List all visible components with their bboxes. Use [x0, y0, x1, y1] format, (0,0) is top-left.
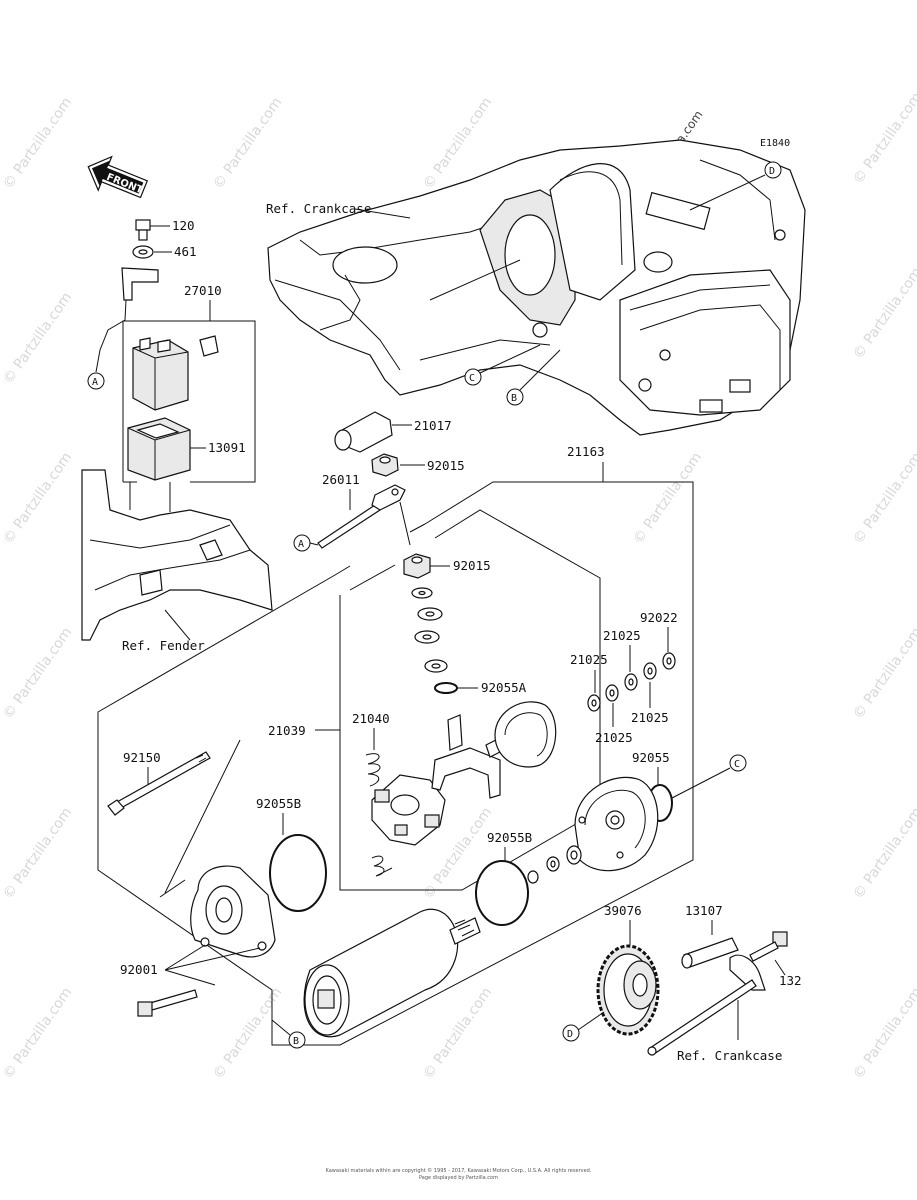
bolt-120 [135, 219, 151, 241]
callout-c-right: C [734, 759, 740, 770]
watermark: © Partzilla.com [210, 95, 285, 193]
part-label-21017: 21017 [414, 418, 452, 433]
watermark: © Partzilla.com [0, 805, 75, 903]
part-label-13091: 13091 [208, 440, 246, 455]
gear-bracket [647, 954, 766, 1056]
watermark: © Partzilla.com [210, 985, 285, 1083]
callout-b-crankcase: B [511, 393, 517, 404]
part-label-21025-a: 21025 [603, 628, 641, 643]
nut-92015-top [371, 453, 399, 477]
watermark: © Partzilla.com [850, 265, 917, 363]
brush-holder-ring [494, 701, 557, 768]
nut-461 [132, 245, 154, 259]
callout-d-bottom: D [567, 1029, 573, 1040]
part-label-92015-middle: 92015 [453, 558, 491, 573]
watermark: © Partzilla.com [0, 95, 75, 193]
shaft-13107 [681, 937, 739, 969]
relay-cover-13091 [127, 417, 191, 481]
part-label-21163: 21163 [567, 444, 605, 459]
part-label-92022: 92022 [640, 610, 678, 625]
callout-a-cable: A [298, 539, 304, 550]
copyright-footer: Kawasaki materials within are copyright … [325, 1168, 592, 1174]
nut-92015-middle [403, 553, 431, 579]
part-label-39076: 39076 [604, 903, 642, 918]
end-cover-right [574, 776, 659, 872]
relay-bracket [121, 267, 159, 301]
part-label-21039: 21039 [268, 723, 306, 738]
watermark: © Partzilla.com [420, 985, 495, 1083]
watermark: © Partzilla.com [850, 90, 917, 188]
o-ring-92055B-left [269, 834, 327, 912]
part-label-92055B-right: 92055B [487, 830, 532, 845]
brush-bracket [431, 714, 501, 799]
watermark: © Partzilla.com [0, 290, 75, 388]
part-label-27010: 27010 [184, 283, 222, 298]
part-label-21025-b: 21025 [570, 652, 608, 667]
terminal-cap-21017 [334, 411, 393, 453]
brush-plate [371, 774, 446, 846]
part-label-92015-top: 92015 [427, 458, 465, 473]
part-label-92001: 92001 [120, 962, 158, 977]
front-arrow-icon: FRONT [87, 155, 149, 199]
shims-21025 [587, 652, 676, 712]
watermark: © Partzilla.com [850, 450, 917, 548]
o-ring-92055A [434, 682, 458, 694]
copyright-footer-line2: Page displayed by Partzilla.com [418, 1175, 498, 1181]
part-label-21025-d: 21025 [595, 730, 633, 745]
callout-b-bottom: B [293, 1036, 299, 1047]
through-bolt-92150 [107, 751, 211, 816]
part-label-461: 461 [174, 244, 197, 259]
starter-motor-body [303, 908, 481, 1038]
part-label-120: 120 [172, 218, 195, 233]
brush-spring-small [371, 855, 393, 877]
watermark: © Partzilla.com [850, 805, 917, 903]
ref-fender-label: Ref. Fender [122, 638, 205, 653]
diagram-code: E1840 [760, 138, 790, 149]
ref-crankcase-top-label: Ref. Crankcase [266, 201, 371, 216]
washer-stack [411, 587, 448, 673]
armature-washers [527, 845, 582, 884]
part-label-92055A: 92055A [481, 680, 527, 695]
ref-crankcase-bottom-label: Ref. Crankcase [677, 1048, 782, 1063]
fender-illustration [81, 469, 273, 641]
part-label-26011: 26011 [322, 472, 360, 487]
part-label-92150: 92150 [123, 750, 161, 765]
part-label-92055B-left: 92055B [256, 796, 301, 811]
callout-a-left: A [92, 377, 98, 388]
callout-c-crankcase: C [469, 373, 475, 384]
part-label-21040: 21040 [352, 711, 390, 726]
watermark: © Partzilla.com [0, 450, 75, 548]
watermark: © Partzilla.com [850, 985, 917, 1083]
watermark: © Partzilla.com [630, 450, 705, 548]
part-label-132: 132 [779, 973, 802, 988]
bolt-132 [749, 931, 788, 962]
assembly-outline-21163 [97, 481, 694, 1046]
bolt-92001 [137, 989, 198, 1017]
watermark: © Partzilla.com [0, 625, 75, 723]
o-ring-92055B-right [475, 860, 529, 926]
crankcase-illustration [267, 139, 806, 436]
part-label-13107: 13107 [685, 903, 723, 918]
idle-gear-39076 [596, 944, 660, 1036]
starter-relay-27010 [132, 335, 219, 411]
watermark: © Partzilla.com [0, 985, 75, 1083]
starter-cable-26011 [317, 484, 406, 549]
end-cover-left [190, 865, 276, 958]
part-label-92055: 92055 [632, 750, 670, 765]
callout-d-top: D [769, 166, 775, 177]
watermark: © Partzilla.com [850, 625, 917, 723]
brush-spring-21040 [365, 753, 381, 787]
part-label-21025-c: 21025 [631, 710, 669, 725]
